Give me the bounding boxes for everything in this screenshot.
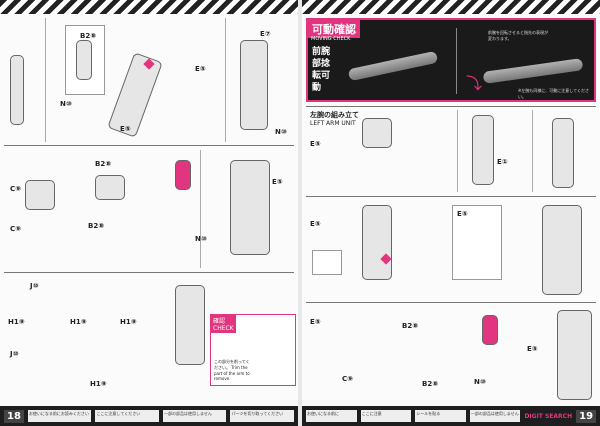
footer: 18 お使いになる前にお読みください ここに注意してください 一部の部品は使用し… — [0, 406, 298, 426]
hazard-stripes — [302, 0, 600, 14]
footer-note: 一部の部品は使用しません — [162, 410, 227, 422]
divider — [306, 302, 596, 303]
arm-part — [472, 115, 494, 185]
moving-check-subtitle: MOVING CHECK — [311, 36, 351, 42]
part — [95, 175, 125, 200]
arm-part — [175, 285, 205, 365]
part-label: B2⑧ — [95, 160, 112, 168]
part-label: E⑤ — [120, 125, 131, 133]
part-label: N⑩ — [195, 235, 207, 243]
part-label: E① — [497, 158, 508, 166]
page-number: 19 — [576, 409, 597, 423]
detail-box — [452, 205, 502, 280]
part-label: B2⑧ — [402, 322, 419, 330]
arm-part — [230, 160, 270, 255]
footer-note: ここに注意 — [360, 410, 412, 422]
divider — [45, 18, 46, 142]
section-subtitle: LEFT ARM UNIT — [310, 120, 356, 127]
part-label: E⑤ — [195, 65, 206, 73]
part-label: H1⑨ — [90, 380, 107, 388]
arm-part — [542, 205, 582, 295]
footer-note: シールを貼る — [415, 410, 466, 422]
arm-part — [552, 118, 574, 188]
gutter — [298, 0, 302, 426]
right-page: 可動確認 MOVING CHECK 前腕部捻転可動 前腕を回転させると指先の表現… — [302, 0, 600, 426]
part-label: B2⑧ — [88, 222, 105, 230]
part-label: H1⑨ — [120, 318, 137, 326]
part-label: N⑩ — [474, 378, 486, 386]
divider — [306, 106, 596, 107]
pink-part — [482, 315, 498, 345]
watermark: DIGIT SEARCH — [524, 412, 573, 420]
part-label: C⑨ — [342, 375, 354, 383]
arm-part — [10, 55, 24, 125]
part-label: H1⑨ — [70, 318, 87, 326]
page-number: 18 — [4, 409, 24, 423]
divider — [306, 196, 596, 197]
part-label: N⑩ — [275, 128, 287, 136]
part-label: H1⑨ — [8, 318, 25, 326]
footer-note: 一部の部品は使用しません — [469, 410, 521, 422]
divider — [200, 150, 201, 268]
part-label: J⑩ — [10, 350, 19, 358]
arm-part — [557, 310, 592, 400]
part-label: E⑦ — [260, 30, 271, 38]
moving-check-label: 前腕部捻転可動 — [312, 47, 331, 93]
footer-note: パーツを切り取ってください — [230, 410, 294, 422]
arm-part — [240, 40, 268, 130]
footer-note: お使いになる前に — [306, 410, 357, 422]
part-label: B2⑧ — [422, 380, 439, 388]
footer-note: お使いになる前にお読みください — [27, 410, 92, 422]
arm-part — [362, 205, 392, 280]
part-label: E⑤ — [310, 318, 321, 326]
left-page: B2⑧ N⑩ E⑤ E⑤ E⑦ N⑩ C⑨ C⑨ B2⑧ B2⑧ N⑩ E⑤ J… — [0, 0, 298, 426]
divider — [4, 272, 294, 273]
part — [362, 118, 392, 148]
part-label: C⑨ — [10, 225, 22, 233]
divider — [225, 18, 226, 142]
note: 前腕を回転させると指先の表現が変わります。 — [488, 30, 548, 41]
rotate-arrow-icon: ⤵ — [466, 74, 483, 93]
arm-image — [482, 58, 584, 84]
footer-note: ここに注意してください — [95, 410, 159, 422]
section-title: 左腕の組み立て — [310, 111, 359, 119]
moving-check-title: 可動確認 — [308, 20, 360, 38]
pink-part — [175, 160, 191, 190]
part-label: E⑤ — [527, 345, 538, 353]
footer: お使いになる前に ここに注意 シールを貼る 一部の部品は使用しません DIGIT… — [302, 406, 600, 426]
arm-part — [76, 40, 92, 80]
part-label: N⑩ — [60, 100, 72, 108]
divider — [457, 110, 458, 192]
check-note: この部分を削ってください。 Trim the part of the arm t… — [214, 359, 250, 381]
part-label: E⑤ — [310, 140, 321, 148]
part-label: J⑩ — [30, 282, 39, 290]
part — [25, 180, 55, 210]
arm-image — [347, 50, 439, 82]
hazard-stripes — [0, 0, 298, 14]
part-label: E⑤ — [310, 220, 321, 228]
detail-box — [312, 250, 342, 275]
divider — [4, 145, 294, 146]
part-label: B2⑧ — [80, 32, 97, 40]
part-label: E⑤ — [457, 210, 468, 218]
part-label: C⑨ — [10, 185, 22, 193]
divider — [456, 28, 457, 94]
arm-part — [107, 52, 163, 138]
part-label: E⑤ — [272, 178, 283, 186]
note: ※左腕も同様に、可動に注意してください。 — [518, 88, 589, 99]
divider — [532, 110, 533, 192]
moving-check-panel: 可動確認 MOVING CHECK 前腕部捻転可動 前腕を回転させると指先の表現… — [306, 18, 596, 102]
